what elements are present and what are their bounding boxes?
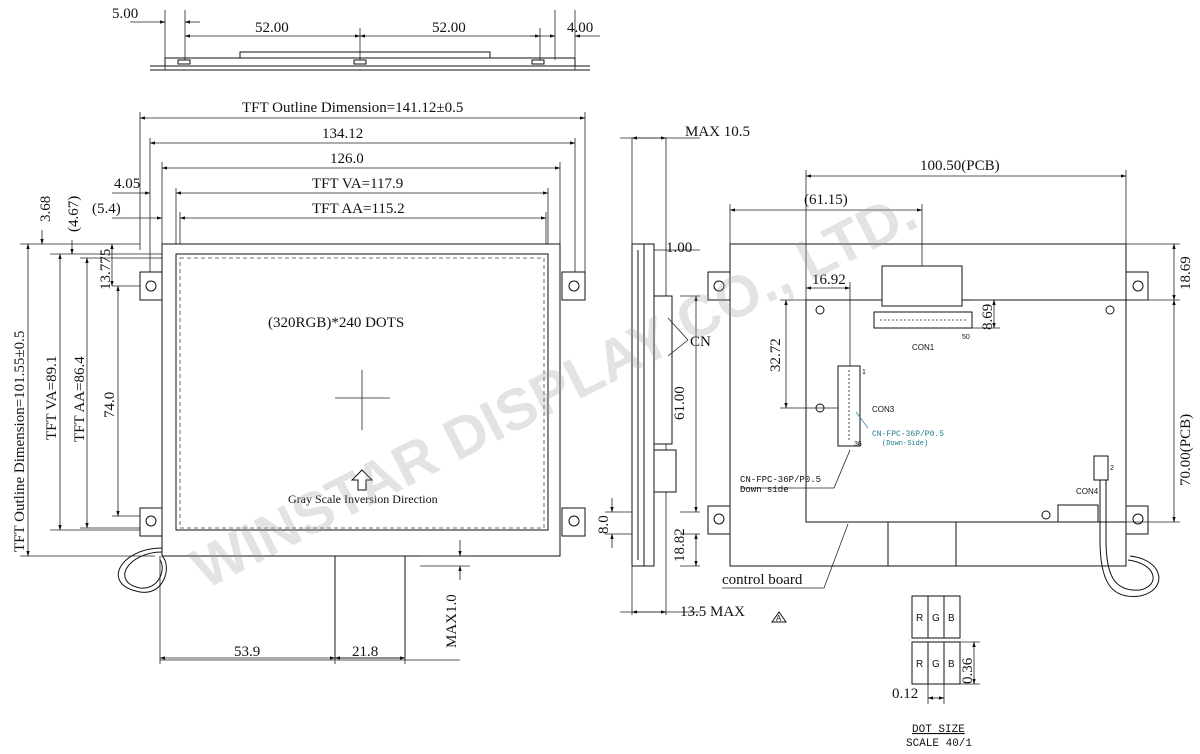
dim-134: 134.12: [322, 126, 363, 142]
dim-036: 0.36: [960, 657, 976, 684]
dim-pcb-height: 70.00(PCB): [1178, 414, 1194, 486]
cn-label: CN: [690, 334, 711, 350]
note-a-mark: A: [776, 614, 782, 623]
dim-74: 74.0: [102, 392, 118, 418]
control-board-label: control board: [722, 572, 803, 588]
dim-3272: 32.72: [768, 338, 784, 372]
dim-outline-width: TFT Outline Dimension=141.12±0.5: [242, 100, 463, 116]
dim-368: 3.68: [38, 196, 54, 222]
dim-1882: 18.82: [672, 528, 688, 562]
dim-outline-height: TFT Outline Dimension=101.55±0.5: [12, 331, 28, 552]
dim-405: 4.05: [114, 176, 140, 192]
dim-539: 53.9: [234, 644, 260, 660]
top-dim-4: 4.00: [567, 20, 593, 36]
dot-cell-r2: R: [916, 659, 923, 670]
dim-6100: 61.00: [672, 386, 688, 420]
dim-1692: 16.92: [812, 272, 846, 288]
dim-80: 8.0: [596, 515, 612, 534]
dim-467: (4.67): [66, 196, 82, 232]
dim-va-width: TFT VA=117.9: [312, 176, 403, 192]
dim-aa-height: TFT AA=86.4: [72, 356, 88, 442]
top-view: 5.00 52.00 52.00 4.00: [112, 6, 600, 71]
gray-scale-label: Gray Scale Inversion Direction: [288, 492, 438, 506]
dim-13775: 13.775: [98, 249, 114, 290]
con3-pin-bottom: 36: [854, 441, 862, 448]
dim-max-135: 13.5 MAX: [680, 604, 745, 620]
side-view: MAX 10.5 1.00 CN 61.00 8.0 18.82 13.5 MA…: [596, 124, 787, 623]
top-dim-5: 5.00: [112, 6, 138, 22]
resolution-label: (320RGB)*240 DOTS: [268, 315, 404, 331]
fpc-down-label-2: (Down-Side): [882, 440, 928, 448]
con3-pin-top: 1: [862, 369, 866, 376]
top-dim-52-left: 52.00: [255, 20, 289, 36]
fpc-side-label-2: Down side: [740, 485, 789, 495]
dim-aa-width: TFT AA=115.2: [312, 201, 405, 217]
dot-cell-b1: B: [948, 613, 955, 624]
dot-cell-g2: G: [932, 659, 940, 670]
dim-pcb-width: 100.50(PCB): [920, 158, 1000, 174]
dim-1869: 18.69: [1178, 256, 1194, 290]
back-view: CON1 50 1 36 CON3 CN-FPC-36P/P0.5 (Down-…: [707, 158, 1194, 597]
dot-size-scale: SCALE 40/1: [906, 738, 972, 750]
dot-cell-g1: G: [932, 613, 940, 624]
fpc-down-label-1: CN-FPC-36P/P0.5: [872, 430, 944, 439]
con4-label: CON4: [1076, 487, 1099, 496]
con1-pin: 50: [962, 334, 970, 341]
dot-cell-b2: B: [948, 659, 955, 670]
dim-6115: (61.15): [804, 192, 848, 208]
con4-pin: 2: [1110, 465, 1114, 472]
con3-label: CON3: [872, 405, 895, 414]
front-view: TFT Outline Dimension=141.12±0.5 134.12 …: [12, 100, 586, 664]
fpc-side-label-1: CN-FPC-36P/P0.5: [740, 475, 821, 485]
dot-cell-r1: R: [916, 613, 923, 624]
dim-va-height: TFT VA=89.1: [44, 356, 60, 440]
dim-100: 1.00: [666, 240, 692, 256]
dot-detail: R G B R G B 0.36 0.12 DOT SIZE SCALE 40/…: [892, 595, 980, 750]
dim-max-10: MAX1.0: [444, 594, 460, 648]
dim-218: 21.8: [352, 644, 378, 660]
dim-126: 126.0: [330, 151, 364, 167]
top-dim-52-right: 52.00: [432, 20, 466, 36]
dot-size-title: DOT SIZE: [912, 724, 965, 736]
dim-869: 8.69: [980, 304, 996, 330]
dim-012: 0.12: [892, 686, 918, 702]
dim-max-105: MAX 10.5: [685, 124, 750, 140]
con1-label: CON1: [912, 343, 935, 352]
dim-54: (5.4): [92, 201, 121, 217]
